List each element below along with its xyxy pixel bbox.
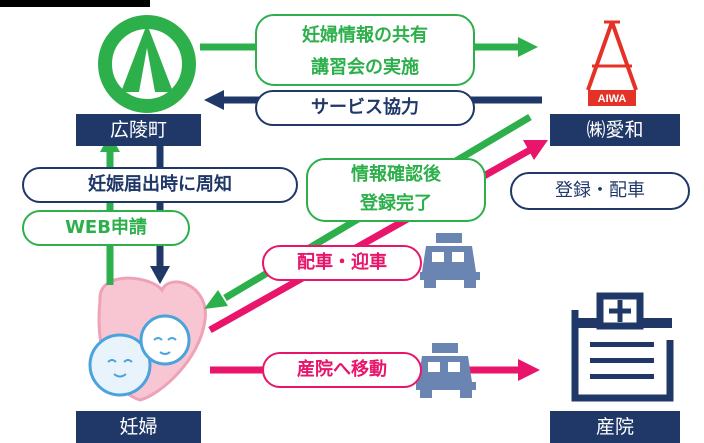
node-pregnant: 妊婦	[76, 411, 201, 443]
label-confirm-line2: 登録完了	[360, 193, 432, 214]
hospital-icon	[571, 292, 674, 402]
town-logo-icon	[98, 15, 196, 113]
node-town: 広陵町	[76, 114, 201, 146]
label-confirm: 情報確認後 登録完了	[306, 158, 486, 222]
pregnant-woman-icon	[88, 276, 207, 402]
node-company: ㈱愛和	[550, 114, 680, 146]
label-seminar: 講習会の実施	[311, 57, 419, 78]
label-move: 産院へ移動	[262, 352, 422, 388]
header-bar	[0, 0, 150, 7]
label-notify: 妊娠届出時に周知	[22, 167, 298, 203]
label-info-share-seminar: 妊婦情報の共有 講習会の実施	[255, 14, 475, 86]
label-register: 登録・配車	[510, 172, 690, 210]
taxi-icon	[416, 343, 476, 398]
label-dispatch: 配車・迎車	[262, 245, 422, 281]
arrow-notify	[150, 140, 170, 284]
node-hospital: 産院	[550, 411, 680, 443]
aiwa-logo-text: AIWA	[598, 93, 627, 105]
label-info-share: 妊婦情報の共有	[302, 25, 428, 46]
label-service: サービス協力	[255, 90, 475, 126]
taxi-icon	[420, 233, 480, 288]
aiwa-logo-icon: AIWA	[560, 10, 664, 114]
label-web: WEB申請	[22, 210, 190, 246]
label-confirm-line1: 情報確認後	[351, 164, 441, 185]
